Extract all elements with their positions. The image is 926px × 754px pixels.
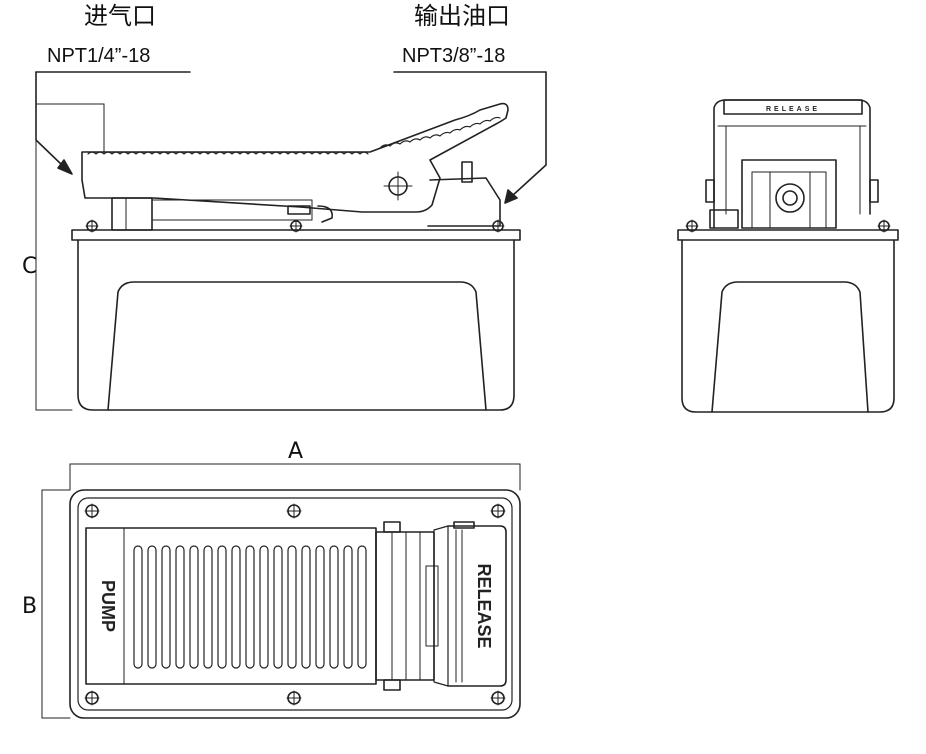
end-view-release-text: RELEASE [766,106,820,113]
inlet-spec: NPT1/4”-18 [47,45,151,67]
inlet-title: 进气口 [84,2,156,30]
outlet-spec: NPT3/8”-18 [402,45,506,67]
top-screws [84,503,506,706]
pedal-ribs [133,545,367,669]
dimension-a-label: A [288,439,304,464]
pump-label: PUMP [98,580,118,632]
top-view: PUMP RELEASE [41,463,521,719]
side-view: RELEASE [677,99,899,413]
outlet-leader [393,71,547,204]
front-view [35,99,521,411]
outlet-title: 输出油口 [414,2,510,30]
release-label: RELEASE [474,563,494,648]
front-screws [85,219,505,233]
dimension-b-label: B [22,594,38,619]
inlet-leader [35,71,191,175]
dimension-c-label: C [22,254,38,279]
